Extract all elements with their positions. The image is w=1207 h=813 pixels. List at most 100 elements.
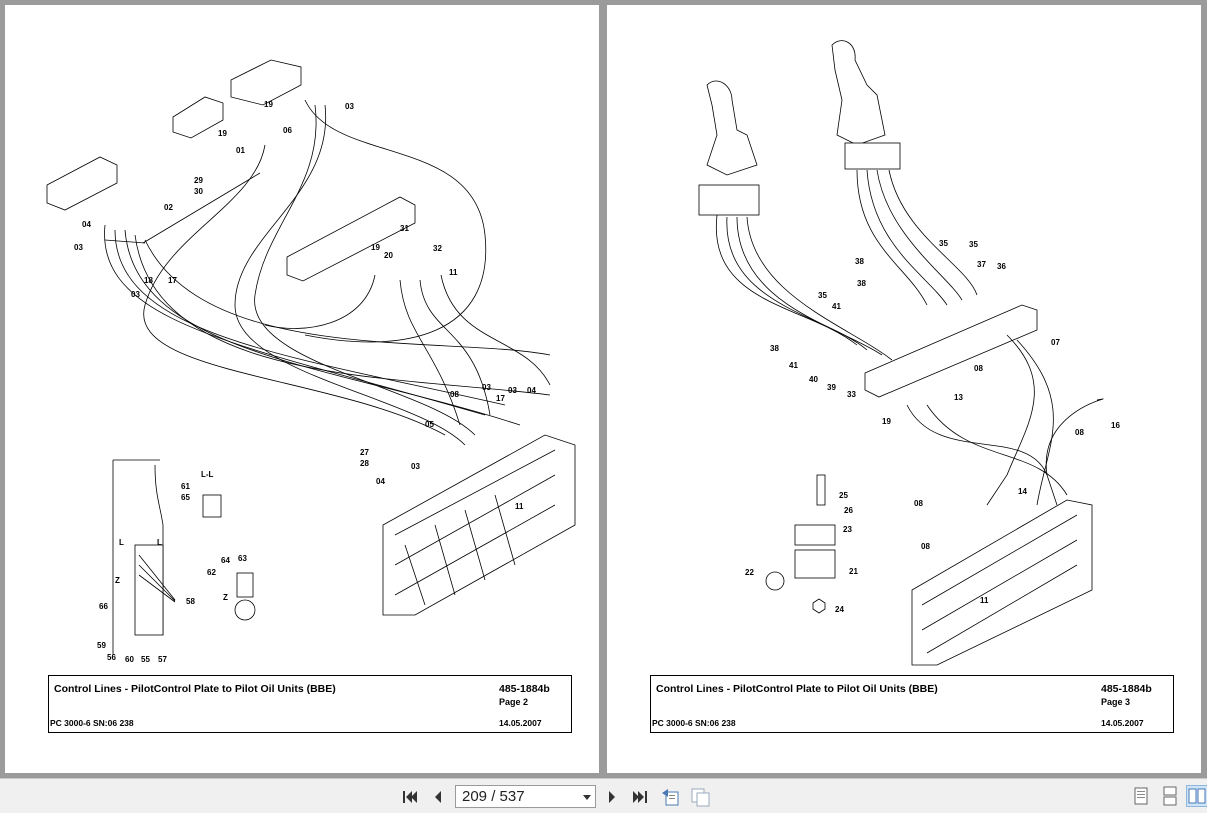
svg-text:40: 40 <box>809 375 818 384</box>
rotate-back-icon[interactable] <box>660 787 680 807</box>
svg-text:13: 13 <box>954 393 963 402</box>
svg-text:41: 41 <box>832 302 841 311</box>
svg-text:L: L <box>157 538 162 547</box>
page-number-display: 209 / 537 <box>462 788 525 805</box>
svg-text:23: 23 <box>843 525 852 534</box>
svg-text:14: 14 <box>1018 487 1027 496</box>
svg-text:65: 65 <box>181 493 190 502</box>
document-page-right: 35 35 38 37 36 38 35 41 38 41 40 39 33 0… <box>607 5 1201 773</box>
svg-text:30: 30 <box>194 187 203 196</box>
svg-text:26: 26 <box>844 506 853 515</box>
svg-text:60: 60 <box>125 655 134 664</box>
navigation-toolbar: 209 / 537 <box>0 778 1207 813</box>
svg-text:25: 25 <box>839 491 848 500</box>
svg-text:22: 22 <box>745 568 754 577</box>
svg-text:33: 33 <box>847 390 856 399</box>
svg-text:66: 66 <box>99 602 108 611</box>
svg-text:03: 03 <box>411 462 420 471</box>
drawing-page-label: Page 2 <box>499 697 529 707</box>
svg-text:17: 17 <box>496 394 505 403</box>
svg-text:L-L: L-L <box>201 470 214 479</box>
svg-text:56: 56 <box>107 653 116 662</box>
svg-text:62: 62 <box>207 568 216 577</box>
title-block: Control Lines - PilotControl Plate to Pi… <box>650 675 1174 733</box>
svg-text:32: 32 <box>433 244 442 253</box>
svg-text:11: 11 <box>449 268 458 277</box>
svg-text:39: 39 <box>827 383 836 392</box>
svg-text:04: 04 <box>527 386 536 395</box>
drawing-title: Control Lines - PilotControl Plate to Pi… <box>54 683 336 695</box>
next-page-icon[interactable] <box>602 787 622 807</box>
document-viewport[interactable]: 19 03 06 19 01 29 30 02 04 03 18 17 03 3… <box>0 0 1207 778</box>
svg-text:55: 55 <box>141 655 150 664</box>
svg-text:03: 03 <box>508 386 517 395</box>
svg-text:04: 04 <box>82 220 91 229</box>
svg-text:05: 05 <box>425 420 434 429</box>
svg-text:Z: Z <box>115 576 120 585</box>
two-page-view-icon[interactable] <box>1186 785 1207 807</box>
svg-text:61: 61 <box>181 482 190 491</box>
svg-text:08: 08 <box>974 364 983 373</box>
svg-text:19: 19 <box>882 417 891 426</box>
svg-text:08: 08 <box>921 542 930 551</box>
svg-text:38: 38 <box>857 279 866 288</box>
svg-text:Z: Z <box>223 593 228 602</box>
svg-text:02: 02 <box>164 203 173 212</box>
svg-text:37: 37 <box>977 260 986 269</box>
drawing-date: 14.05.2007 <box>499 718 542 728</box>
document-page-left: 19 03 06 19 01 29 30 02 04 03 18 17 03 3… <box>5 5 599 773</box>
svg-text:01: 01 <box>236 146 245 155</box>
svg-text:24: 24 <box>835 605 844 614</box>
svg-text:17: 17 <box>168 276 177 285</box>
svg-text:L: L <box>119 538 124 547</box>
last-page-icon[interactable] <box>630 787 650 807</box>
single-page-view-icon[interactable] <box>1130 785 1152 807</box>
svg-text:59: 59 <box>97 641 106 650</box>
drawing-date: 14.05.2007 <box>1101 718 1144 728</box>
svg-text:19: 19 <box>371 243 380 252</box>
first-page-icon[interactable] <box>400 787 420 807</box>
svg-text:11: 11 <box>515 502 524 511</box>
svg-text:57: 57 <box>158 655 167 664</box>
svg-text:03: 03 <box>131 290 140 299</box>
svg-text:11: 11 <box>980 596 989 605</box>
svg-text:08: 08 <box>1075 428 1084 437</box>
svg-text:06: 06 <box>283 126 292 135</box>
svg-text:04: 04 <box>376 477 385 486</box>
svg-text:21: 21 <box>849 567 858 576</box>
rotate-forward-icon[interactable] <box>690 787 710 807</box>
svg-text:03: 03 <box>74 243 83 252</box>
svg-text:03: 03 <box>345 102 354 111</box>
svg-text:19: 19 <box>218 129 227 138</box>
title-block: Control Lines - PilotControl Plate to Pi… <box>48 675 572 733</box>
chevron-down-icon <box>583 795 591 800</box>
drawing-number: 485-1884b <box>1101 683 1152 695</box>
svg-text:18: 18 <box>144 276 153 285</box>
svg-text:36: 36 <box>997 262 1006 271</box>
svg-text:35: 35 <box>818 291 827 300</box>
svg-text:27: 27 <box>360 448 369 457</box>
diagram-page-2: 19 03 06 19 01 29 30 02 04 03 18 17 03 3… <box>46 59 576 664</box>
drawing-page-label: Page 3 <box>1101 697 1131 707</box>
svg-text:03: 03 <box>482 383 491 392</box>
svg-text:29: 29 <box>194 176 203 185</box>
svg-text:35: 35 <box>939 239 948 248</box>
svg-text:58: 58 <box>186 597 195 606</box>
svg-text:20: 20 <box>384 251 393 260</box>
svg-text:38: 38 <box>770 344 779 353</box>
diagram-page-3: 35 35 38 37 36 38 35 41 38 41 40 39 33 0… <box>698 40 1120 666</box>
svg-text:31: 31 <box>400 224 409 233</box>
machine-serial: PC 3000-6 SN:06 238 <box>652 718 736 728</box>
page-number-select[interactable]: 209 / 537 <box>455 785 596 808</box>
continuous-view-icon[interactable] <box>1159 785 1181 807</box>
svg-text:38: 38 <box>855 257 864 266</box>
machine-serial: PC 3000-6 SN:06 238 <box>50 718 134 728</box>
svg-text:41: 41 <box>789 361 798 370</box>
svg-text:28: 28 <box>360 459 369 468</box>
previous-page-icon[interactable] <box>428 787 448 807</box>
svg-text:64: 64 <box>221 556 230 565</box>
svg-text:63: 63 <box>238 554 247 563</box>
svg-text:08: 08 <box>450 390 459 399</box>
svg-text:35: 35 <box>969 240 978 249</box>
drawing-title: Control Lines - PilotControl Plate to Pi… <box>656 683 938 695</box>
